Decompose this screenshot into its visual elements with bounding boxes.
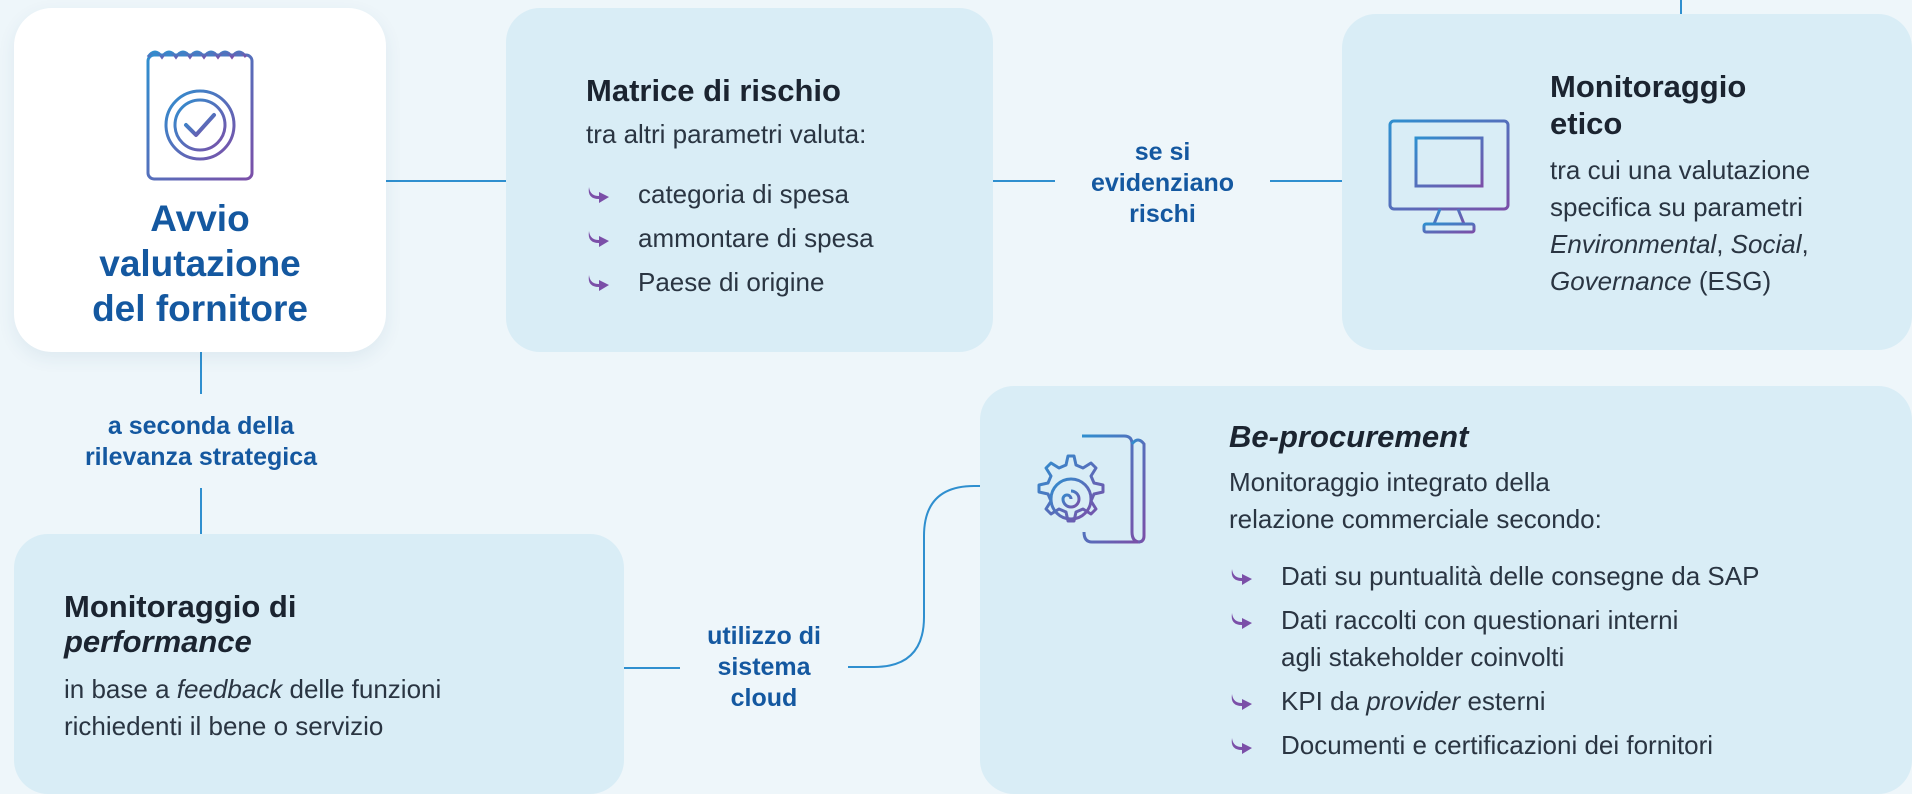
connector-label-strategic: a seconda della rilevanza strategica bbox=[84, 412, 318, 471]
beprocurement-list: Dati su puntualità delle consegne da SAP… bbox=[1229, 558, 1759, 771]
start-card bbox=[14, 8, 386, 352]
performance-body: in base a feedback delle funzioni richie… bbox=[64, 674, 442, 741]
risk-matrix-list: categoria di spesa ammontare di spesa Pa… bbox=[586, 176, 874, 308]
arrow-icon bbox=[588, 275, 609, 291]
arrow-icon bbox=[588, 231, 609, 247]
connector-performance-cloud bbox=[624, 667, 680, 669]
calendar-check-icon bbox=[146, 50, 254, 181]
connector-start-down-top bbox=[200, 352, 202, 394]
arrow-icon bbox=[1231, 738, 1252, 754]
connector-risk-ethical-left bbox=[993, 180, 1055, 182]
performance-card: Monitoraggio di performance in base a fe… bbox=[14, 534, 624, 794]
arrow-icon bbox=[1231, 694, 1252, 710]
ethical-title-line2: etico bbox=[1550, 106, 1623, 141]
connector-label-risks: se si evidenziano rischi bbox=[1090, 138, 1235, 228]
risk-matrix-subtitle: tra altri parametri valuta: bbox=[586, 119, 867, 149]
risk-matrix-title: Matrice di rischio bbox=[586, 73, 841, 108]
beprocurement-card: Be-procurement Monitoraggio integrato de… bbox=[980, 386, 1912, 794]
arrow-icon bbox=[1231, 613, 1252, 629]
list-item: Paese di origine bbox=[586, 264, 874, 301]
performance-title-line2: performance bbox=[64, 624, 252, 659]
connector-label-cloud: utilizzo di sistema cloud bbox=[707, 622, 821, 712]
list-item: Dati su puntualità delle consegne da SAP bbox=[1229, 558, 1759, 595]
beprocurement-intro: Monitoraggio integrato della relazione c… bbox=[1229, 467, 1602, 534]
connector-risk-ethical-right bbox=[1270, 180, 1342, 182]
list-item: categoria di spesa bbox=[586, 176, 874, 213]
risk-matrix-card: Matrice di rischio tra altri parametri v… bbox=[506, 8, 993, 352]
list-item: Documenti e certificazioni dei fornitori bbox=[1229, 727, 1759, 764]
start-title: Avvio valutazione del fornitore bbox=[92, 198, 308, 329]
list-item: Dati raccolti con questionari interni ag… bbox=[1229, 602, 1759, 676]
monitor-document-icon bbox=[1388, 119, 1510, 234]
gear-document-icon bbox=[1037, 434, 1146, 544]
connector-cloud-beprocurement bbox=[848, 485, 980, 668]
beprocurement-title: Be-procurement bbox=[1229, 419, 1469, 454]
list-item: ammontare di spesa bbox=[586, 220, 874, 257]
ethical-card: Monitoraggio etico tra cui una valutazio… bbox=[1342, 14, 1912, 350]
list-item: KPI da provider esterni bbox=[1229, 683, 1759, 720]
performance-title-line1: Monitoraggio di bbox=[64, 589, 297, 624]
ethical-title-line1: Monitoraggio bbox=[1550, 69, 1747, 104]
ethical-body: tra cui una valutazione specifica su par… bbox=[1550, 155, 1811, 296]
connector-ethical-top bbox=[1680, 0, 1682, 14]
connector-start-down-bottom bbox=[200, 488, 202, 534]
connector-start-risk bbox=[386, 180, 506, 182]
arrow-icon bbox=[588, 187, 609, 203]
arrow-icon bbox=[1231, 569, 1252, 585]
